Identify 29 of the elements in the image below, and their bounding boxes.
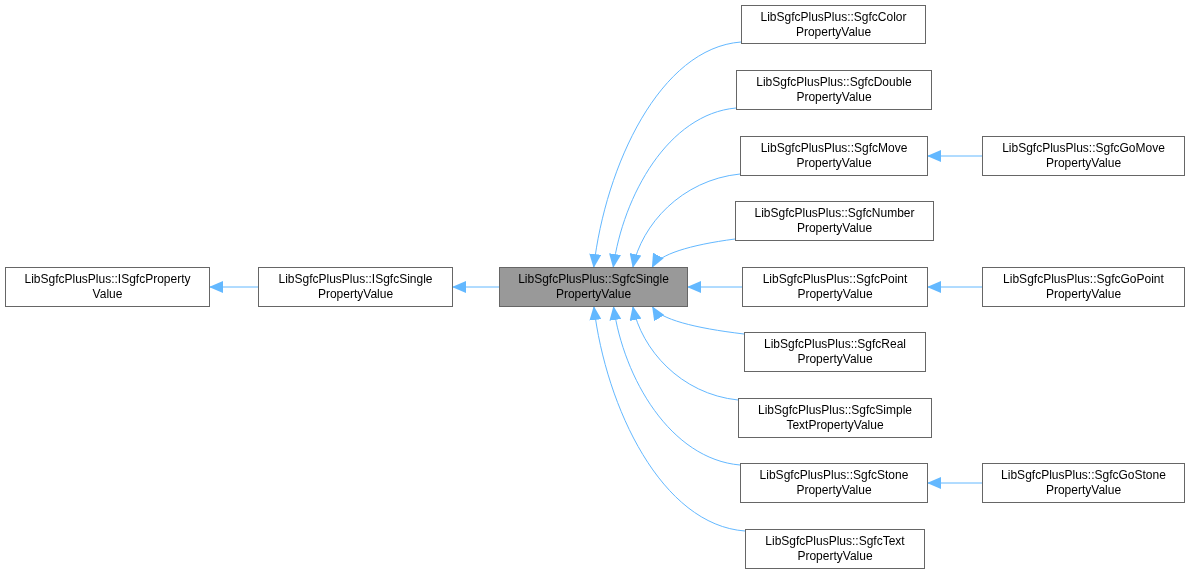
class-box: LibSgfcPlusPlus::SgfcSimple TextPropertyValue [738,398,932,438]
class-box: LibSgfcPlusPlus::ISgfcProperty Value [5,267,210,307]
inheritance-arrow [687,281,743,293]
inheritance-arrow [609,107,737,268]
inheritance-arrow [209,281,259,293]
inheritance-arrow [452,281,500,293]
class-box: LibSgfcPlusPlus::SgfcGoStone PropertyValue [982,463,1185,503]
class-box: LibSgfcPlusPlus::SgfcStone PropertyValue [740,463,928,503]
inheritance-arrow [652,306,745,335]
inheritance-arrow [630,173,741,268]
inheritance-arrow [610,306,741,466]
inheritance-arrow [927,477,983,489]
inheritance-arrow [927,150,983,162]
class-box: LibSgfcPlusPlus::SgfcColor PropertyValue [741,5,926,44]
inheritance-arrow [589,306,746,532]
class-box: LibSgfcPlusPlus::SgfcGoPoint PropertyValue [982,267,1185,307]
inheritance-arrow [589,41,742,268]
class-box: LibSgfcPlusPlus::SgfcNumber PropertyValue [735,201,934,241]
inheritance-arrow [927,281,983,293]
class-box: LibSgfcPlusPlus::SgfcSingle PropertyValue [499,267,688,307]
inheritance-arrow [651,238,736,268]
inheritance-arrow [630,306,739,401]
class-box: LibSgfcPlusPlus::SgfcText PropertyValue [745,529,925,569]
class-box: LibSgfcPlusPlus::ISgfcSingle PropertyValue [258,267,453,307]
class-box: LibSgfcPlusPlus::SgfcGoMove PropertyValue [982,136,1185,176]
class-box: LibSgfcPlusPlus::SgfcMove PropertyValue [740,136,928,176]
class-box: LibSgfcPlusPlus::SgfcReal PropertyValue [744,332,926,372]
class-box: LibSgfcPlusPlus::SgfcDouble PropertyValue [736,70,932,110]
class-box: LibSgfcPlusPlus::SgfcPoint PropertyValue [742,267,928,307]
